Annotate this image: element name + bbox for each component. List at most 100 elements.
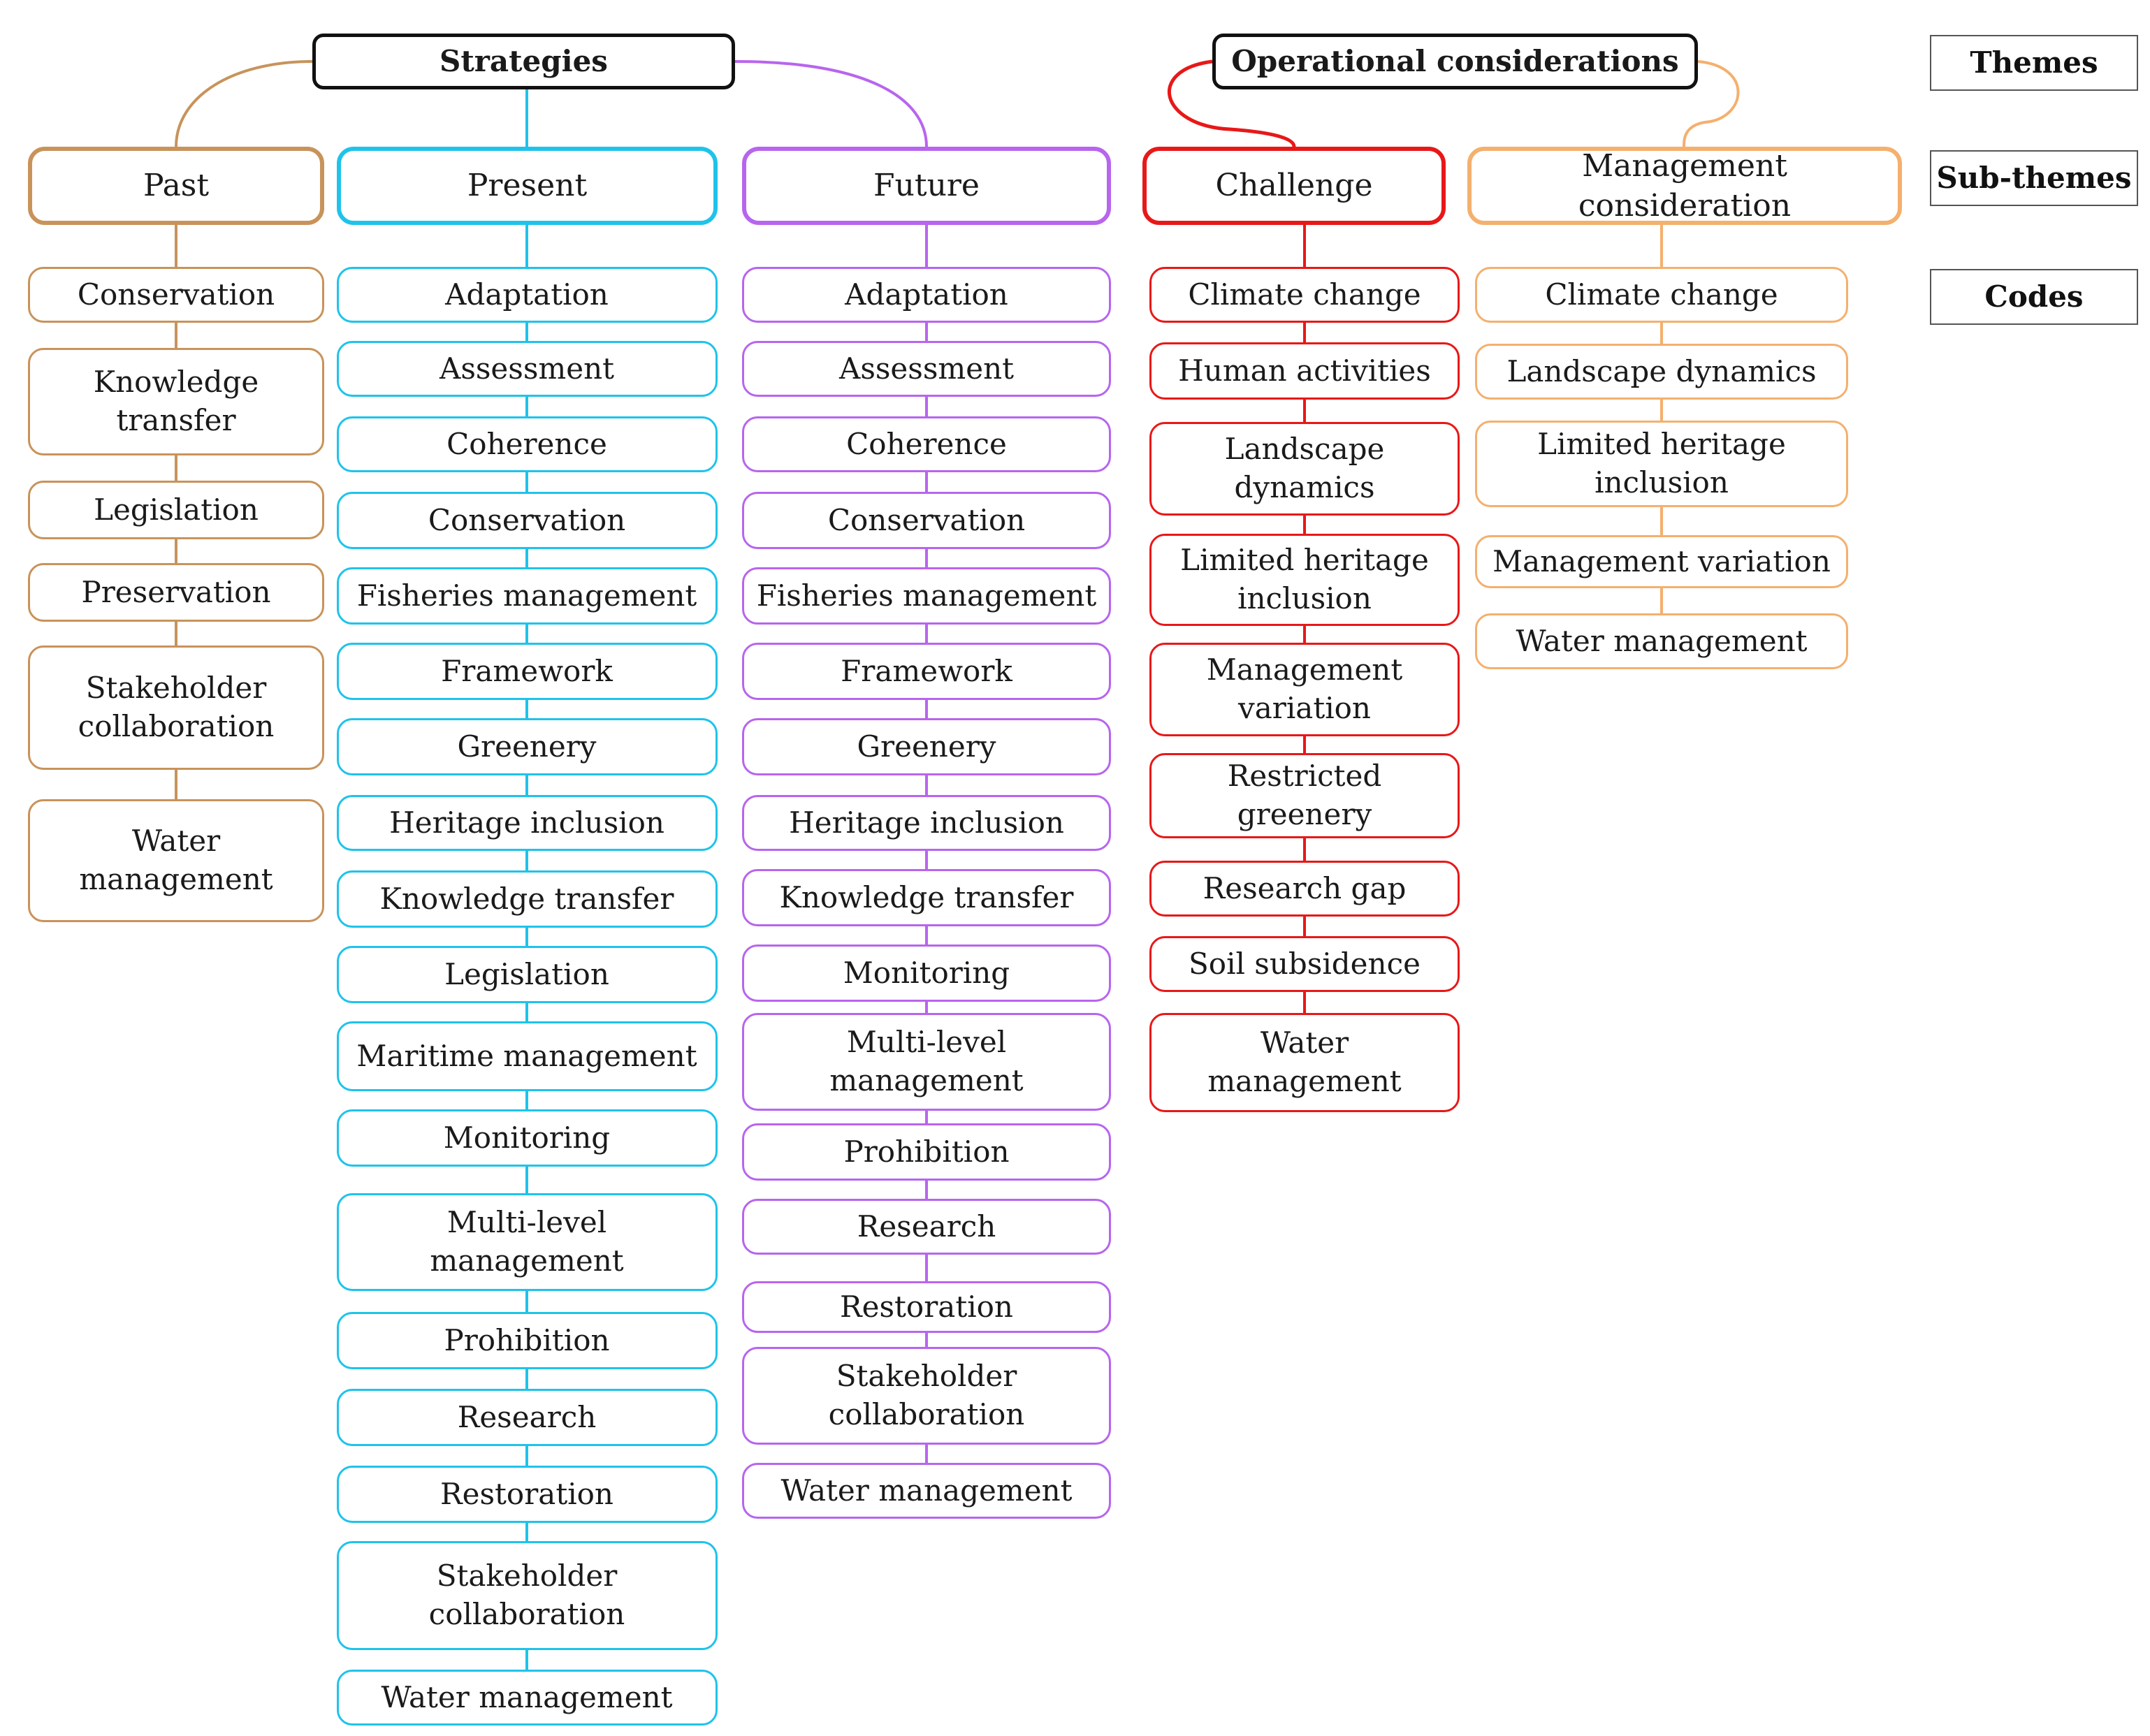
- code-present-label: Coherence: [446, 426, 607, 461]
- code-future-label: Research: [857, 1209, 996, 1243]
- code-past-label: Knowledge transfer: [93, 365, 259, 437]
- code-future-item: Framework: [742, 643, 1111, 700]
- code-present-item: Assessment: [336, 341, 718, 397]
- subtheme-present-label: Present: [467, 168, 588, 204]
- code-present-item: Restoration: [336, 1466, 718, 1523]
- code-future-label: Monitoring: [843, 955, 1010, 990]
- code-present-item: Adaptation: [336, 267, 718, 323]
- code-future-item: Prohibition: [742, 1123, 1111, 1181]
- code-challenge-item: Research gap: [1149, 861, 1460, 917]
- code-present-label: Assessment: [439, 351, 614, 386]
- code-present-label: Restoration: [440, 1476, 613, 1511]
- code-future-label: Assessment: [838, 351, 1014, 386]
- code-future-item: Assessment: [742, 341, 1111, 397]
- code-challenge-label: Soil subsidence: [1189, 946, 1421, 981]
- code-challenge-item: Landscape dynamics: [1149, 422, 1460, 516]
- code-future-item: Knowledge transfer: [742, 869, 1111, 926]
- code-future-label: Coherence: [846, 426, 1007, 461]
- subtheme-challenge-label: Challenge: [1215, 168, 1373, 204]
- code-management-item: Limited heritage inclusion: [1475, 421, 1848, 507]
- subtheme-challenge: Challenge: [1142, 147, 1446, 225]
- link-strategies-past: [175, 60, 313, 147]
- code-future-label: Framework: [841, 653, 1012, 688]
- code-present-label: Knowledge transfer: [379, 881, 674, 916]
- code-present-item: Water management: [336, 1670, 718, 1726]
- code-challenge-label: Limited heritage inclusion: [1180, 543, 1429, 615]
- code-management-item: Climate change: [1475, 267, 1848, 323]
- code-present-label: Greenery: [457, 729, 597, 764]
- theme-operational-label: Operational considerations: [1231, 43, 1679, 78]
- code-future-label: Knowledge transfer: [779, 880, 1074, 914]
- legend-codes: Codes: [1930, 269, 2138, 325]
- code-present-item: Multi-level management: [336, 1193, 718, 1291]
- code-future-label: Greenery: [857, 729, 996, 764]
- code-future-item: Stakeholder collaboration: [742, 1347, 1111, 1445]
- code-management-label: Climate change: [1545, 277, 1778, 312]
- code-future-label: Prohibition: [843, 1134, 1010, 1169]
- code-present-item: Maritime management: [336, 1021, 718, 1091]
- theme-strategies-label: Strategies: [440, 43, 608, 78]
- code-present-label: Monitoring: [443, 1120, 611, 1155]
- code-present-item: Stakeholder collaboration: [336, 1541, 718, 1650]
- code-challenge-item: Management variation: [1149, 643, 1460, 736]
- code-present-label: Research: [457, 1399, 597, 1434]
- code-present-label: Heritage inclusion: [389, 805, 664, 840]
- code-present-label: Fisheries management: [356, 578, 697, 613]
- code-past-item: Stakeholder collaboration: [28, 645, 324, 770]
- code-future-item: Heritage inclusion: [742, 795, 1111, 851]
- code-present-item: Research: [336, 1389, 718, 1446]
- code-challenge-label: Management variation: [1206, 652, 1403, 725]
- code-past-item: Legislation: [28, 481, 324, 539]
- subtheme-past: Past: [28, 147, 324, 225]
- code-future-item: Conservation: [742, 492, 1111, 549]
- code-past-item: Conservation: [28, 267, 324, 323]
- code-present-label: Water management: [381, 1679, 673, 1714]
- code-challenge-item: Soil subsidence: [1149, 936, 1460, 992]
- code-management-item: Management variation: [1475, 535, 1848, 588]
- code-future-item: Monitoring: [742, 944, 1111, 1002]
- code-past-item: Knowledge transfer: [28, 348, 324, 455]
- code-present-label: Multi-level management: [430, 1205, 624, 1278]
- code-present-item: Monitoring: [336, 1109, 718, 1167]
- subtheme-present: Present: [337, 147, 718, 225]
- link-strategies-future: [734, 60, 928, 147]
- code-management-item: Landscape dynamics: [1475, 344, 1848, 400]
- legend-themes-label: Themes: [1970, 45, 2098, 80]
- subtheme-past-label: Past: [143, 168, 210, 204]
- legend-codes-label: Codes: [1984, 279, 2084, 314]
- link-operational-management: [1683, 60, 1740, 147]
- code-present-label: Legislation: [444, 956, 609, 991]
- code-management-label: Limited heritage inclusion: [1537, 427, 1786, 499]
- code-challenge-item: Restricted greenery: [1149, 753, 1460, 838]
- code-present-item: Prohibition: [336, 1312, 718, 1369]
- code-present-item: Legislation: [336, 946, 718, 1003]
- code-future-label: Stakeholder collaboration: [828, 1359, 1025, 1431]
- code-future-item: Coherence: [742, 416, 1111, 472]
- code-past-label: Water management: [79, 824, 273, 896]
- code-present-label: Framework: [441, 653, 613, 688]
- code-past-label: Conservation: [77, 277, 275, 312]
- code-past-item: Water management: [28, 799, 324, 922]
- subtheme-future-label: Future: [873, 168, 980, 204]
- code-challenge-item: Human activities: [1149, 342, 1460, 400]
- code-challenge-item: Water management: [1149, 1013, 1460, 1112]
- code-future-label: Restoration: [840, 1289, 1013, 1324]
- code-management-label: Landscape dynamics: [1506, 353, 1817, 388]
- code-future-label: Multi-level management: [829, 1025, 1024, 1097]
- code-challenge-item: Climate change: [1149, 267, 1460, 323]
- code-present-label: Maritime management: [356, 1038, 697, 1073]
- code-future-item: Multi-level management: [742, 1013, 1111, 1111]
- code-management-label: Water management: [1516, 623, 1808, 658]
- subtheme-management-consideration: Management consideration: [1467, 147, 1902, 225]
- code-future-item: Greenery: [742, 718, 1111, 775]
- link-operational-challenge: [1168, 59, 1296, 147]
- code-present-item: Fisheries management: [336, 567, 718, 625]
- code-past-label: Legislation: [94, 492, 259, 527]
- code-future-label: Water management: [780, 1473, 1073, 1508]
- code-future-item: Fisheries management: [742, 567, 1111, 625]
- code-past-label: Stakeholder collaboration: [78, 671, 275, 743]
- code-present-item: Heritage inclusion: [336, 795, 718, 851]
- code-challenge-item: Limited heritage inclusion: [1149, 534, 1460, 626]
- code-present-item: Knowledge transfer: [336, 870, 718, 928]
